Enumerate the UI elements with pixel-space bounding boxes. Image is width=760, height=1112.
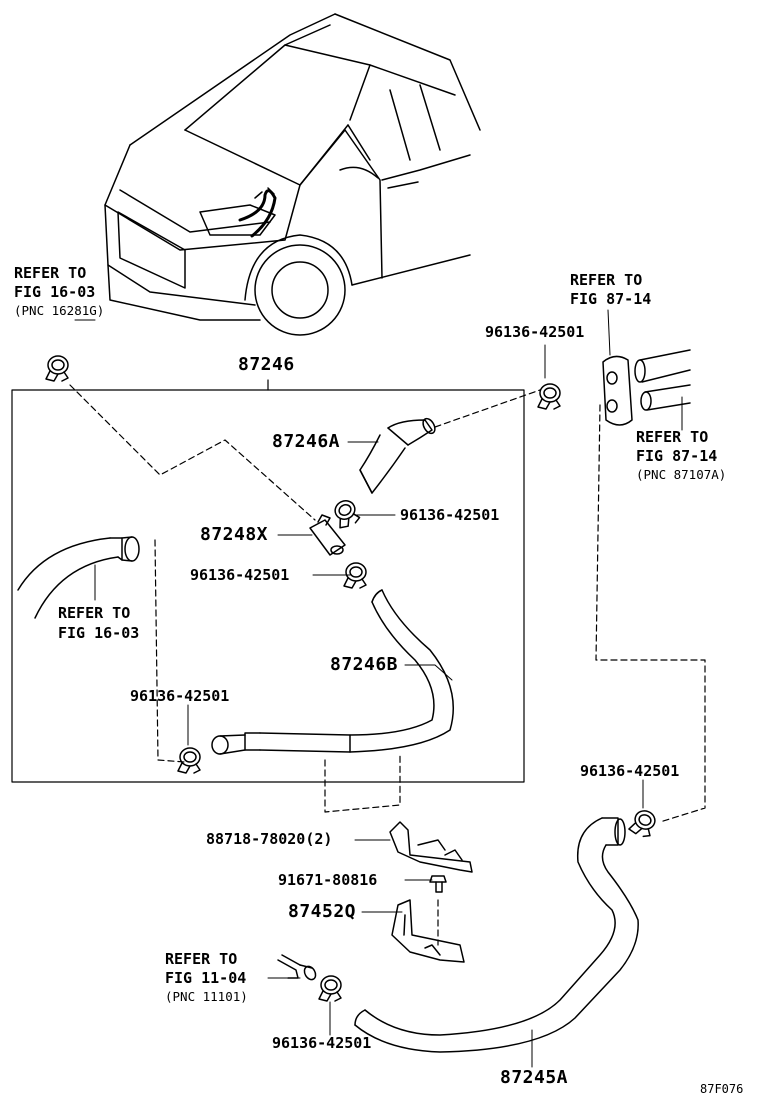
part-87246b: 87246B <box>330 654 399 675</box>
hose-refer-11-04 <box>277 954 317 981</box>
hose-refer-16-03 <box>17 536 140 619</box>
part-96136-42501-lower-right: 96136-42501 <box>580 762 680 780</box>
refer-fig-11-04-line2: FIG 11-04 <box>165 969 247 987</box>
refer-fig-87-14-line2: FIG 87-14 <box>570 290 652 308</box>
hose-87245a <box>354 817 639 1053</box>
grommet-87-14 <box>602 349 691 426</box>
refer-fig-16-03-pnc: (PNC 16281G) <box>14 303 105 318</box>
vehicle-illustration <box>104 13 481 336</box>
refer-fig-16-03-line2: FIG 16-03 <box>14 283 96 301</box>
refer-fig-11-04-pnc: (PNC 11101) <box>165 989 248 1004</box>
refer-fig-87-14-pnc-line1: REFER TO <box>636 428 709 446</box>
reference-dashed-lines <box>69 384 706 946</box>
refer-fig-87-14-pnc-line2: FIG 87-14 <box>636 447 718 465</box>
part-87452q: 87452Q <box>288 901 357 922</box>
refer-fig-87-14-pnc: (PNC 87107A) <box>636 467 727 482</box>
part-96136-42501-inner-left: 96136-42501 <box>130 687 230 705</box>
refer-fig-87-14-line1: REFER TO <box>570 271 643 289</box>
part-87248x: 87248X <box>200 524 269 545</box>
refer-fig-16-03-inner-line1: REFER TO <box>58 604 131 622</box>
part-96136-42501-bottom: 96136-42501 <box>272 1034 372 1052</box>
leader-lines <box>74 309 683 1068</box>
part-96136-42501-inner-mid: 96136-42501 <box>190 566 290 584</box>
part-96136-42501-upper-right: 96136-42501 <box>485 323 585 341</box>
part-88718-78020: 88718-78020(2) <box>206 830 333 848</box>
clamp-holder-88718 <box>389 821 473 873</box>
part-91671-80816: 91671-80816 <box>278 871 378 889</box>
union-87248x <box>309 514 346 556</box>
refer-fig-11-04-line1: REFER TO <box>165 950 238 968</box>
part-87246a: 87246A <box>272 431 341 452</box>
part-96136-42501-inner-right: 96136-42501 <box>400 506 500 524</box>
bolt-91671 <box>429 875 447 893</box>
figure-code: 87F076 <box>700 1082 744 1096</box>
refer-fig-16-03-line1: REFER TO <box>14 264 87 282</box>
assembly-87246-boundary <box>11 389 525 783</box>
bracket-87452q <box>391 899 465 963</box>
part-87246-assembly: 87246 <box>238 354 295 375</box>
hose-87246b <box>211 589 454 755</box>
refer-fig-16-03-inner-line2: FIG 16-03 <box>58 624 140 642</box>
hose-87246a <box>359 417 436 494</box>
part-87245a: 87245A <box>500 1067 569 1088</box>
